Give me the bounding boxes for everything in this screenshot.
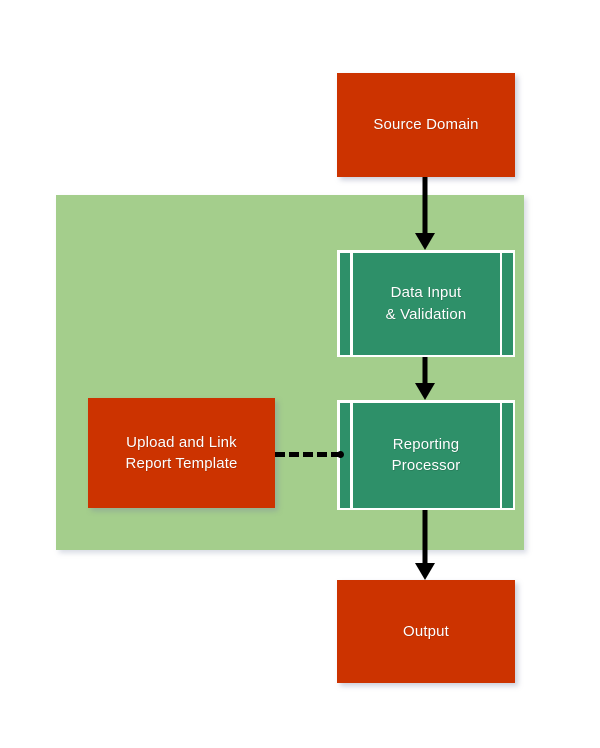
arrowhead-down-icon bbox=[415, 233, 435, 250]
connector-endpoint-dot bbox=[337, 451, 344, 458]
node-data-input-validation-label: Data Input & Validation bbox=[385, 284, 467, 323]
process-edge-bottom bbox=[337, 507, 515, 510]
node-reporting-processor[interactable]: Reporting Processor bbox=[337, 400, 515, 510]
node-upload-link-report-template-label: Upload and Link Report Template bbox=[125, 433, 238, 472]
process-rail-right bbox=[499, 400, 502, 510]
arrowhead-down-icon bbox=[415, 383, 435, 400]
node-upload-link-report-template[interactable]: Upload and Link Report Template bbox=[88, 398, 275, 508]
arrowhead-down-icon bbox=[415, 563, 435, 580]
connector-source-to-input-arrow bbox=[413, 177, 437, 250]
connector-shaft bbox=[422, 177, 428, 233]
node-source-domain[interactable]: Source Domain bbox=[337, 73, 515, 177]
process-edge-left bbox=[337, 250, 340, 357]
process-edge-bottom bbox=[337, 354, 515, 357]
connector-input-to-processor-arrow bbox=[413, 357, 437, 400]
dashed-line bbox=[275, 452, 341, 457]
node-source-domain-label: Source Domain bbox=[373, 116, 479, 134]
node-data-input-validation[interactable]: Data Input & Validation bbox=[337, 250, 515, 357]
node-output-label: Output bbox=[403, 622, 449, 640]
process-rail-right bbox=[499, 250, 502, 357]
connector-shaft bbox=[422, 510, 428, 563]
connector-processor-to-output-arrow bbox=[413, 510, 437, 580]
process-rail-left bbox=[350, 250, 353, 357]
process-edge-top bbox=[337, 250, 515, 253]
process-edge-top bbox=[337, 400, 515, 403]
connector-template-to-processor-dashed bbox=[275, 451, 344, 458]
process-edge-right bbox=[512, 400, 515, 510]
node-output[interactable]: Output bbox=[337, 580, 515, 683]
node-reporting-processor-label: Reporting Processor bbox=[391, 435, 461, 474]
connector-shaft bbox=[422, 357, 428, 383]
process-rail-left bbox=[350, 400, 353, 510]
process-edge-right bbox=[512, 250, 515, 357]
